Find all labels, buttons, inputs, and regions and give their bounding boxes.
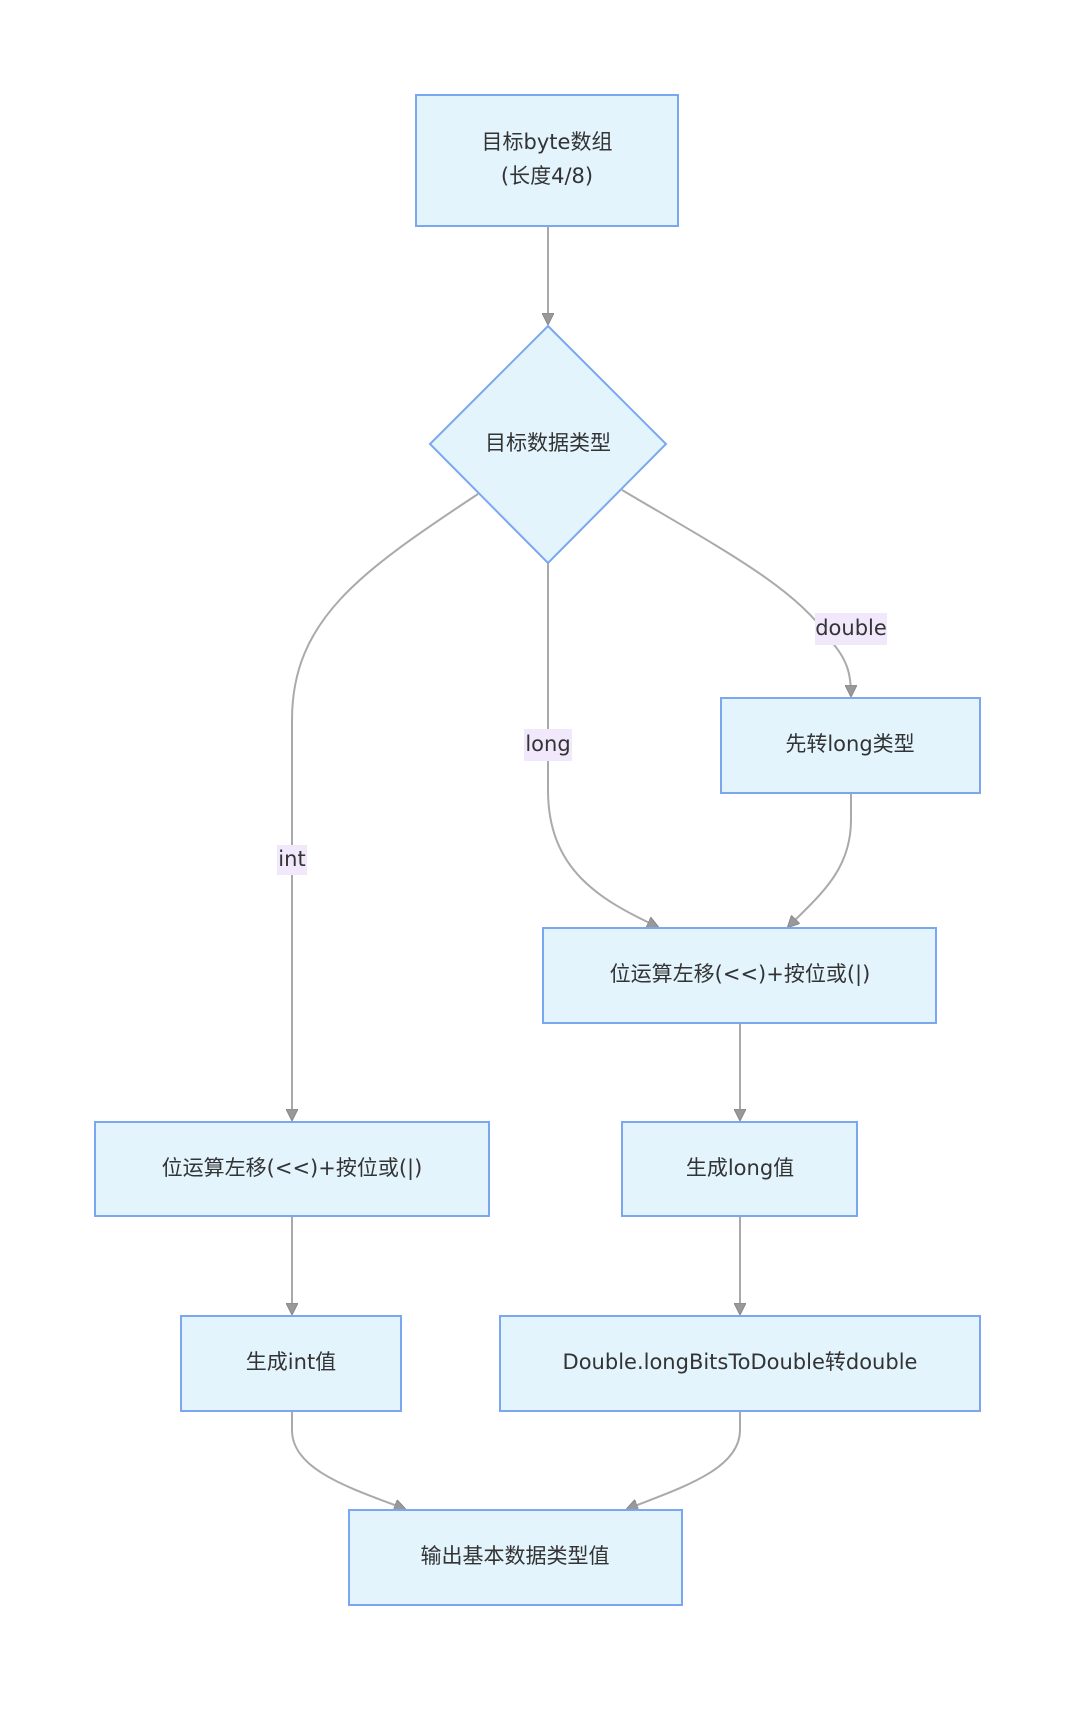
node-bitop-int: 位运算左移(<<)+按位或(|) (94, 1121, 490, 1217)
node-decision-text: 目标数据类型 (485, 431, 611, 455)
node-bitop-long-text: 位运算左移(<<)+按位或(|) (610, 962, 871, 987)
edge-gen-int-to-output (291, 1411, 405, 1509)
node-gen-long-text: 生成long值 (686, 1156, 794, 1180)
node-start-line2: (长度4/8) (501, 164, 593, 188)
node-to-long: 先转long类型 (720, 697, 981, 794)
node-start-line1: 目标byte数组 (482, 130, 613, 154)
node-output-text: 输出基本数据类型值 (421, 1544, 610, 1568)
node-bitop-int-text: 位运算左移(<<)+按位或(|) (162, 1156, 423, 1181)
node-to-long-text: 先转long类型 (785, 732, 914, 756)
node-decision: 目标数据类型 (428, 324, 668, 565)
node-gen-long: 生成long值 (621, 1121, 858, 1217)
node-to-double-text: Double.longBitsToDouble转double (563, 1350, 918, 1374)
edge-decision-to-bitop-int (292, 493, 479, 1120)
edge-label-long-text: long (525, 732, 570, 756)
node-gen-int: 生成int值 (180, 1315, 402, 1412)
edge-label-int: int (277, 845, 307, 875)
node-start: 目标byte数组 (长度4/8) (415, 94, 679, 227)
edge-label-double: double (815, 613, 887, 645)
edge-decision-to-bitop-long (547, 563, 658, 927)
node-output: 输出基本数据类型值 (348, 1509, 683, 1606)
edge-label-double-text: double (815, 616, 887, 640)
edge-label-int-text: int (278, 847, 305, 871)
edge-to-long-to-bitop-long (788, 793, 852, 927)
node-gen-int-text: 生成int值 (246, 1350, 336, 1374)
edges (292, 226, 851, 1509)
node-bitop-long: 位运算左移(<<)+按位或(|) (542, 927, 937, 1024)
edge-label-long: long (524, 729, 572, 761)
edge-decision-to-to-long (621, 489, 851, 696)
node-to-double: Double.longBitsToDouble转double (499, 1315, 981, 1412)
edge-to-double-to-output (627, 1411, 741, 1509)
